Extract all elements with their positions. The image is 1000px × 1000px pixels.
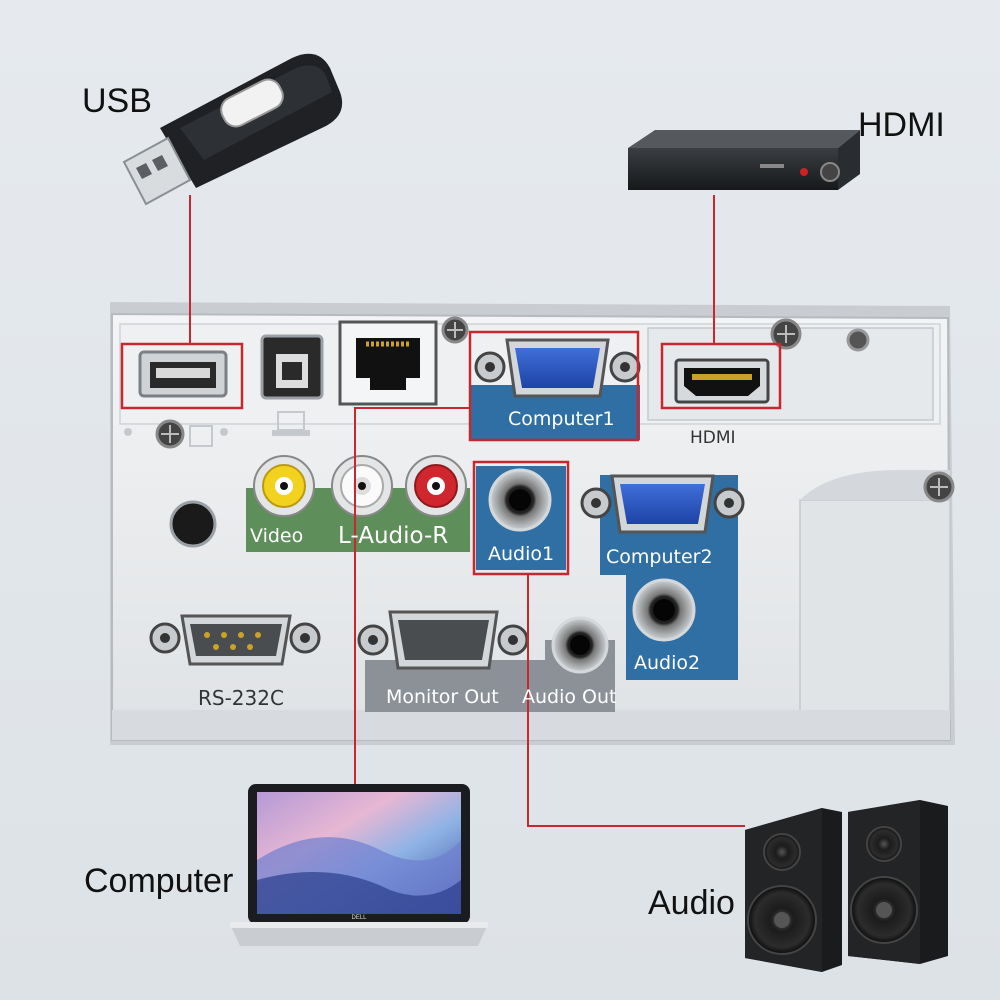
svg-text:DELL: DELL	[351, 915, 367, 921]
hdmi-port-label: HDMI	[690, 428, 736, 448]
audio2-port-label: Audio2	[634, 652, 701, 674]
rca-white-icon	[331, 455, 393, 517]
panel-screws	[155, 316, 955, 548]
usb-a-port-icon	[138, 350, 228, 398]
computer-device-label: Computer	[84, 862, 234, 900]
usb-device-label: USB	[82, 82, 152, 120]
audio2-jack-icon	[632, 578, 696, 642]
hdmi-port-icon	[674, 358, 770, 404]
video-port-label: Video	[250, 525, 304, 547]
audio-out-jack-icon	[551, 616, 609, 674]
projector-panel	[110, 302, 955, 745]
hdmi-device-label: HDMI	[858, 106, 945, 144]
speakers-icon	[745, 800, 948, 972]
rca-yellow-icon	[253, 455, 315, 517]
rj45-port-icon	[338, 320, 438, 406]
highlight-boxes	[120, 330, 782, 576]
audio-device-label: Audio	[648, 884, 735, 922]
vga-computer2-port-icon	[580, 474, 745, 534]
computer2-port-label: Computer2	[606, 546, 713, 568]
laptop-icon: DELL	[230, 784, 488, 946]
rca-red-icon	[405, 455, 467, 517]
db9-port-icon	[149, 614, 321, 666]
audio1-port-label: Audio1	[488, 543, 555, 565]
computer1-port-label: Computer1	[508, 408, 615, 430]
vga-monitor-out-port-icon	[357, 610, 529, 670]
connector-lines	[189, 195, 745, 827]
monitor-out-port-label: Monitor Out	[386, 686, 499, 708]
rs232c-port-label: RS-232C	[198, 686, 284, 710]
audio-lr-port-label: L-Audio-R	[338, 523, 449, 549]
audio-out-port-label: Audio Out	[522, 686, 617, 708]
usb-b-port-icon	[260, 334, 324, 400]
audio1-jack-icon	[488, 468, 552, 532]
usb-stick-icon	[122, 53, 343, 206]
hdmi-player-icon	[628, 130, 860, 190]
